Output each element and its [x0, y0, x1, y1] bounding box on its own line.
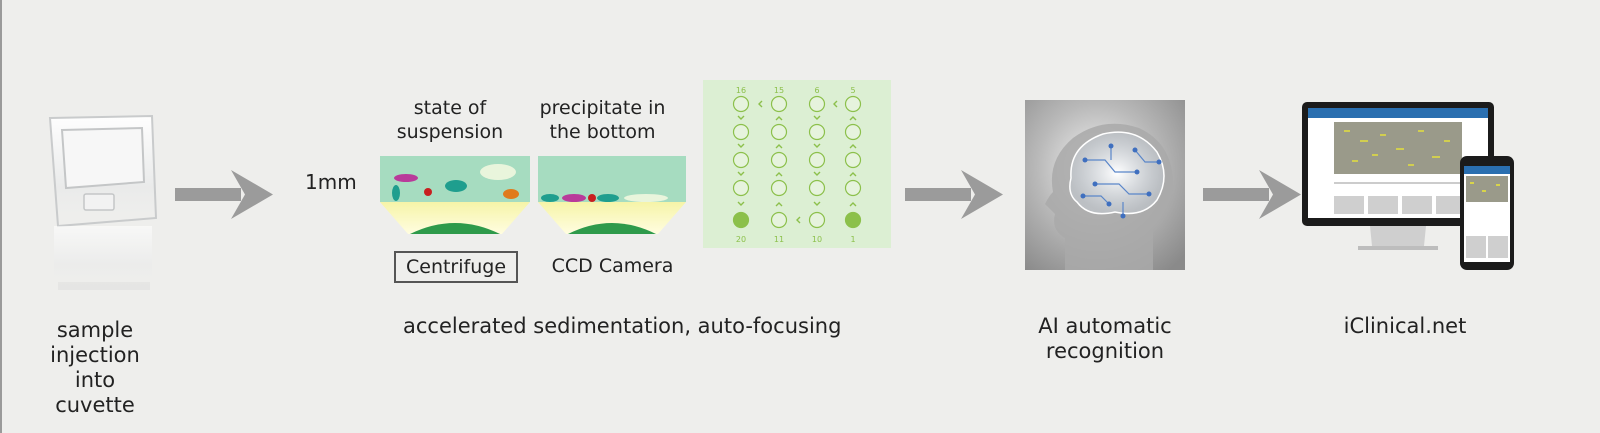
precipitate-diagram [538, 156, 686, 234]
chevron-down-icon [813, 115, 821, 120]
scale-label: 1mm [305, 170, 357, 194]
grid-field-circle [732, 95, 750, 113]
chevron-up-icon [849, 116, 857, 121]
grid-field-circle [808, 95, 826, 113]
cuvette-caption: sample injection into cuvette [30, 318, 160, 418]
grid-field-circle [844, 151, 862, 169]
chevron-down-icon [737, 115, 745, 120]
ai-caption-line1: AI automatic [1038, 314, 1172, 338]
precipitate-label-line2: the bottom [549, 121, 656, 143]
grid-field-circle [770, 211, 788, 229]
cuvette-caption-line3: cuvette [55, 393, 135, 417]
grid-top-number: 5 [850, 86, 855, 95]
suspension-label: state of suspension [380, 96, 520, 144]
grid-field-circle [732, 179, 750, 197]
chevron-down-icon [813, 201, 821, 206]
ai-caption-line2: recognition [1045, 339, 1165, 363]
sedimentation-caption: accelerated sedimentation, auto-focusing [403, 314, 842, 338]
chevron-up-icon [775, 144, 783, 149]
arrow-right-icon [905, 170, 1003, 219]
ccd-camera-label: CCD Camera [551, 255, 674, 277]
platform-caption: iClinical.net [1343, 314, 1467, 338]
suspension-label-line1: state of [413, 97, 487, 119]
chevron-up-icon [775, 202, 783, 207]
chevron-down-icon [737, 201, 745, 206]
grid-top-number: 6 [814, 86, 819, 95]
chevron-up-icon [849, 202, 857, 207]
grid-bottom-number: 11 [774, 235, 784, 244]
grid-field-circle [844, 179, 862, 197]
grid-field-circle [844, 95, 862, 113]
grid-field-circle [770, 123, 788, 141]
grid-field-circle [732, 151, 750, 169]
cuvette-caption-line2: injection into [50, 343, 140, 392]
left-border-line [0, 0, 2, 433]
suspension-label-line2: suspension [396, 121, 504, 143]
grid-field-circle [808, 179, 826, 197]
grid-field-circle [770, 179, 788, 197]
grid-field-circle [844, 123, 862, 141]
chevron-down-icon [813, 171, 821, 176]
grid-field-circle [770, 151, 788, 169]
chevron-up-icon [775, 172, 783, 177]
precipitate-label-line1: precipitate in [539, 97, 666, 119]
arrow-right-icon [1203, 170, 1301, 219]
grid-field-circle [732, 211, 750, 229]
grid-field-circle [808, 151, 826, 169]
cuvette-caption-line1: sample [56, 318, 134, 342]
grid-bottom-number: 10 [812, 235, 822, 244]
grid-top-number: 15 [774, 86, 784, 95]
grid-field-circle [808, 211, 826, 229]
ai-caption: AI automatic recognition [1020, 314, 1190, 364]
chevron-down-icon [737, 143, 745, 148]
devices-image [1302, 102, 1514, 270]
cuvette-image [48, 114, 158, 290]
suspension-diagram [380, 156, 530, 234]
chevron-up-icon [849, 172, 857, 177]
scan-path-grid: 16 20 15 11 6 10 5 1 [703, 80, 891, 248]
arrow-right-icon [175, 170, 273, 219]
grid-field-circle [808, 123, 826, 141]
chevron-up-icon [775, 116, 783, 121]
centrifuge-label: Centrifuge [394, 251, 518, 283]
grid-field-circle [732, 123, 750, 141]
chevron-left-icon [796, 216, 801, 224]
grid-field-circle [770, 95, 788, 113]
chevron-left-icon [758, 100, 763, 108]
precipitate-label: precipitate in the bottom [530, 96, 675, 144]
grid-field-circle [844, 211, 862, 229]
chevron-left-icon [833, 100, 838, 108]
chevron-up-icon [849, 144, 857, 149]
ai-brain-image [1025, 100, 1185, 270]
chevron-down-icon [737, 171, 745, 176]
grid-top-number: 16 [736, 86, 746, 95]
grid-bottom-number: 20 [736, 235, 746, 244]
chevron-down-icon [813, 143, 821, 148]
grid-bottom-number: 1 [850, 235, 855, 244]
